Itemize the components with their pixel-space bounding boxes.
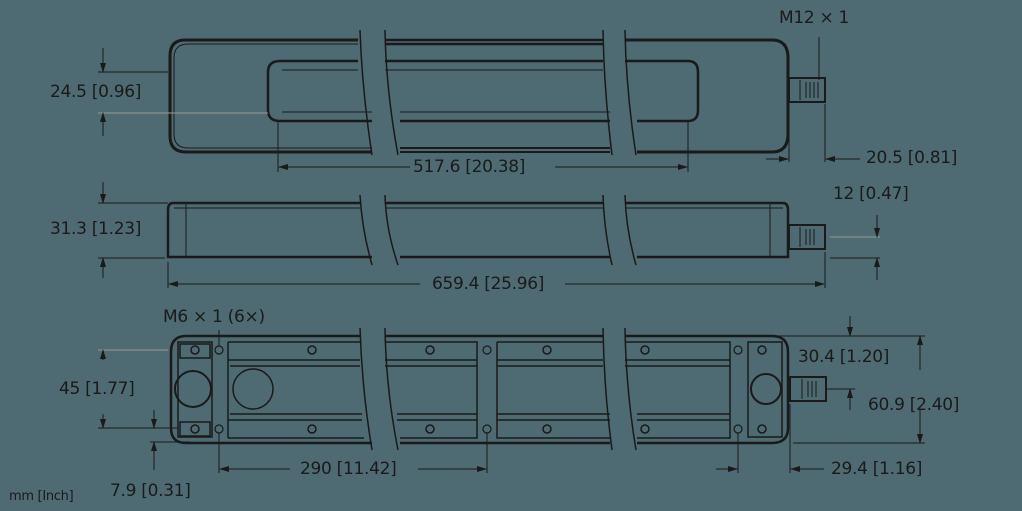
- hole-spacing-dimension: 45 [1.77]: [59, 379, 135, 399]
- hole-pitch-dimension: 290 [11.42]: [300, 459, 397, 479]
- connector-thread-label: M12 × 1: [779, 8, 850, 28]
- side-view: [98, 182, 880, 288]
- overall-length-dimension: 659.4 [25.96]: [432, 274, 545, 294]
- bottom-view: [98, 316, 925, 473]
- connector-length-dimension: 20.5 [0.81]: [866, 148, 958, 168]
- units-note: mm [Inch]: [9, 489, 74, 504]
- connector-center-dimension: 30.4 [1.20]: [798, 347, 890, 367]
- width-dimension: 60.9 [2.40]: [868, 395, 960, 415]
- mounting-thread-label: M6 × 1 (6×): [163, 307, 265, 327]
- end-hole-dimension: 29.4 [1.16]: [831, 459, 923, 479]
- top-view: [98, 29, 860, 172]
- edge-offset-dimension: 7.9 [0.31]: [110, 481, 191, 501]
- side-height-dimension: 31.3 [1.23]: [50, 219, 142, 239]
- top-length-dimension: 517.6 [20.38]: [413, 157, 526, 177]
- connector-offset-dimension: 12 [0.47]: [833, 184, 909, 204]
- top-height-dimension: 24.5 [0.96]: [50, 82, 142, 102]
